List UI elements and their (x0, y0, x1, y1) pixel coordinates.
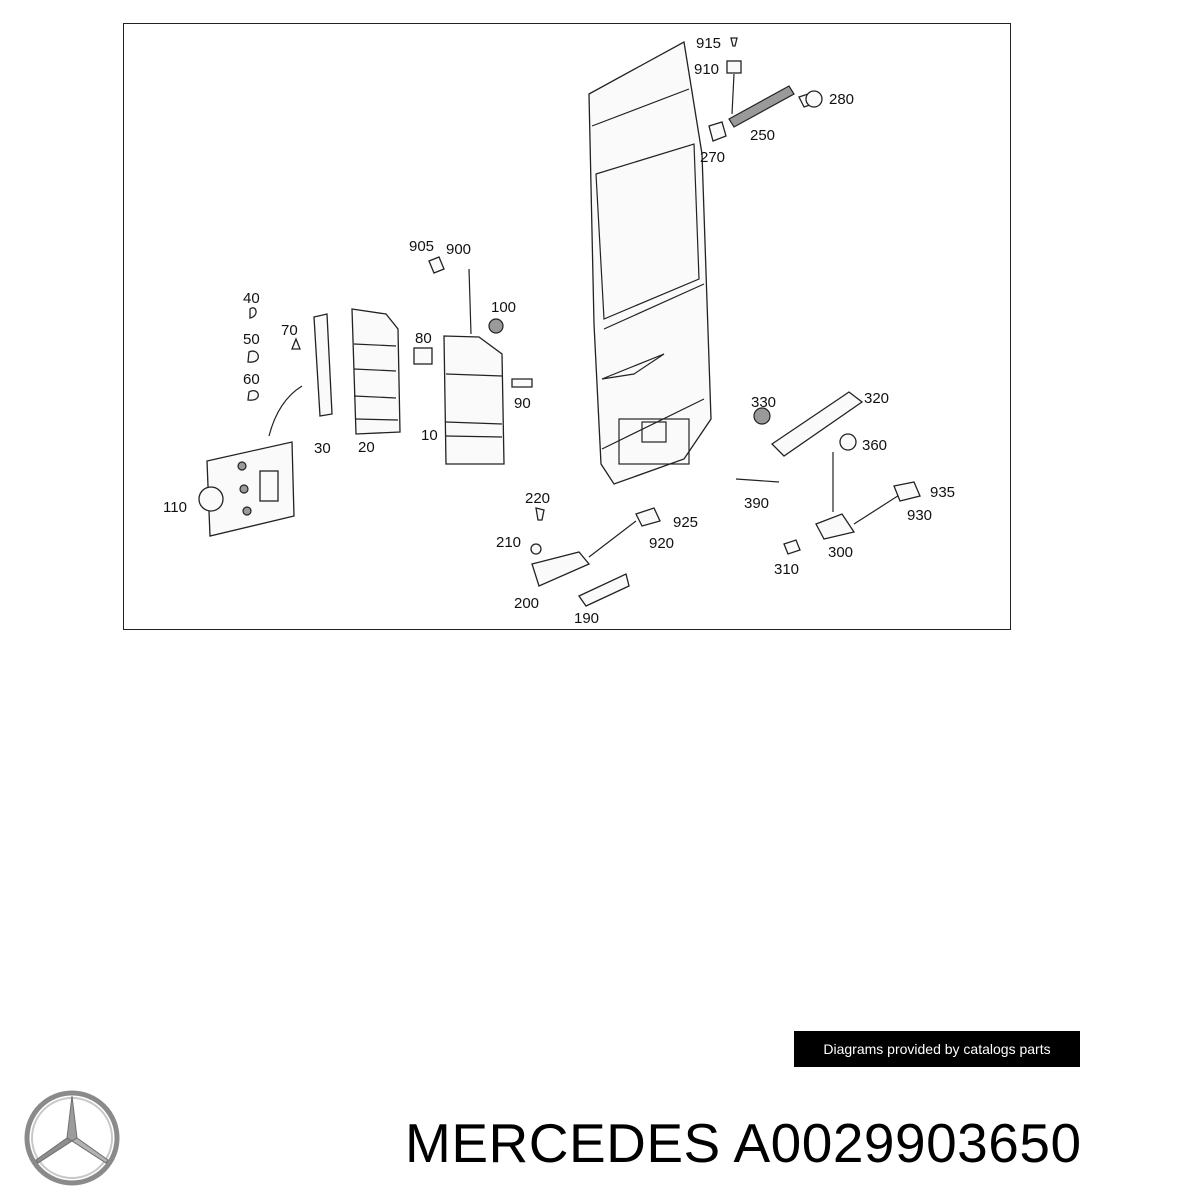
callout-390: 390 (744, 495, 769, 512)
callout-280: 280 (829, 91, 854, 108)
callout-250: 250 (750, 127, 775, 144)
callout-90: 90 (514, 395, 531, 412)
third-brake-light-assembly (708, 37, 823, 142)
callout-905: 905 (409, 238, 434, 255)
callout-330: 330 (751, 394, 776, 411)
callout-360: 360 (862, 437, 887, 454)
callout-70: 70 (281, 322, 298, 339)
bulb-kit-110 (198, 385, 303, 537)
callout-930: 930 (907, 507, 932, 524)
callout-40: 40 (243, 290, 260, 307)
callout-10: 10 (421, 427, 438, 444)
callout-925: 925 (673, 514, 698, 531)
parts-diagram: 915 910 280 250 270 905 900 40 70 50 80 … (123, 23, 1011, 630)
exploded-view-drawing: 915 910 280 250 270 905 900 40 70 50 80 … (163, 35, 955, 627)
callout-110: 110 (163, 499, 187, 516)
callout-80: 80 (415, 330, 432, 347)
callout-320: 320 (864, 390, 889, 407)
callout-220: 220 (525, 490, 550, 507)
tail-light-assembly (247, 256, 533, 465)
callout-920: 920 (649, 535, 674, 552)
part-number-title: MERCEDES A0029903650 (405, 1112, 1082, 1174)
callout-200: 200 (514, 595, 539, 612)
callout-100: 100 (491, 299, 516, 316)
callout-935: 935 (930, 484, 955, 501)
callout-50: 50 (243, 331, 260, 348)
callout-60: 60 (243, 371, 260, 388)
side-marker-assembly (530, 507, 661, 607)
callout-270: 270 (700, 149, 725, 166)
callout-190: 190 (574, 610, 599, 627)
license-lamp-assembly (735, 391, 921, 555)
callout-915: 915 (696, 35, 721, 52)
callout-300: 300 (828, 544, 853, 561)
mercedes-star-icon (24, 1090, 120, 1186)
callout-900: 900 (446, 241, 471, 258)
diagram-credit-badge: Diagrams provided by catalogs parts (794, 1031, 1080, 1067)
callout-210: 210 (496, 534, 521, 551)
callout-310: 310 (774, 561, 799, 578)
callout-20: 20 (358, 439, 375, 456)
rear-door (588, 40, 712, 485)
callout-910: 910 (694, 61, 719, 78)
callout-30: 30 (314, 440, 331, 457)
